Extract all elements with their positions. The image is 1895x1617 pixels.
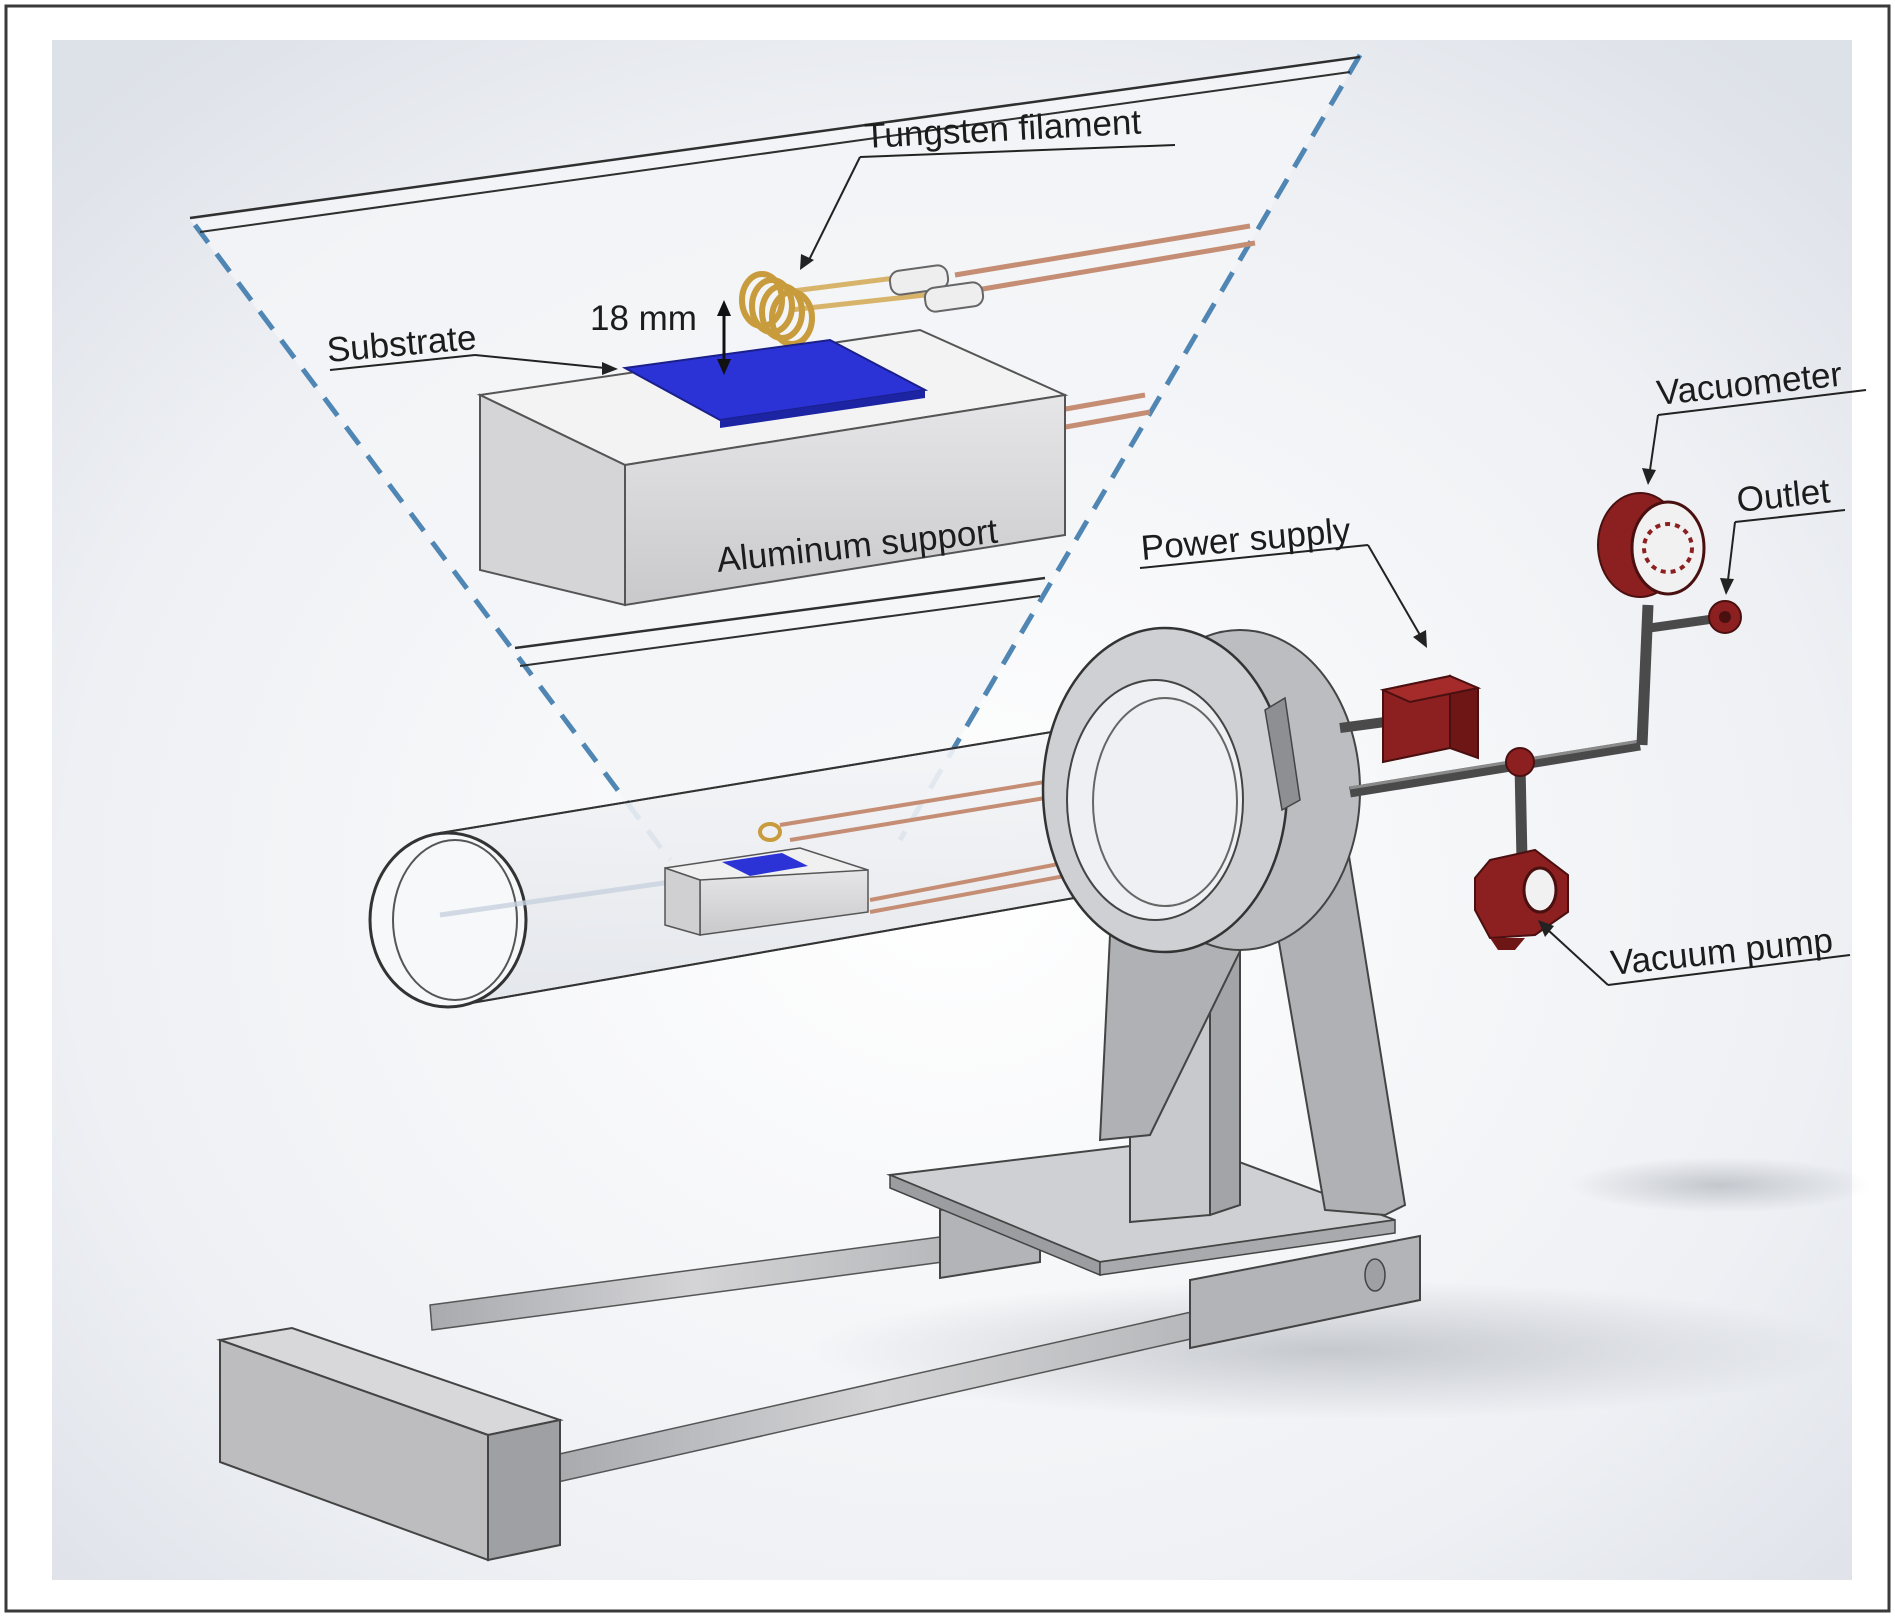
vacuometer (1597, 492, 1706, 598)
carriage-block-right (1189, 1234, 1421, 1350)
gap-arrow-head-bottom (717, 359, 731, 375)
inset-wall-bottom-2 (519, 595, 1041, 667)
zoom-edge-right (897, 53, 1363, 842)
tungsten-leader-head (800, 254, 814, 270)
zoom-inset: Tungsten filament Substrate 18 mm Alumin… (189, 53, 1363, 862)
flange-slot (1264, 696, 1301, 812)
carriage-plate-edge-2 (1099, 1219, 1396, 1276)
tube-support-side (664, 866, 701, 936)
vacuometer-face (1630, 500, 1706, 596)
vacuometer-dial-ring (1642, 522, 1694, 574)
zoom-edge-left (192, 223, 673, 862)
rail-end-cap (1364, 1258, 1386, 1292)
tube-substrate (722, 853, 808, 876)
side-shadow (1570, 1157, 1870, 1213)
flange-bore-inner (1092, 697, 1238, 907)
vacuum-pump-underline (1607, 954, 1851, 986)
pipe-main-highlight (1349, 739, 1641, 790)
power-supply (1379, 674, 1482, 764)
vacuum-pump-leader (1547, 929, 1609, 986)
pipe-main (1349, 739, 1641, 798)
vacuum-piping (1339, 604, 1721, 861)
tee-fitting (1505, 747, 1535, 777)
tungsten-leader (807, 156, 861, 263)
outlet-hole (1719, 611, 1731, 623)
floor-shadow (810, 1280, 1850, 1420)
end-block-side (219, 1338, 489, 1562)
pipe-riser (1636, 604, 1654, 746)
power-supply-leader-head (1413, 630, 1427, 648)
substrate-label-underline (329, 354, 476, 371)
aluminum-support-side (479, 393, 626, 607)
flange-bore (1066, 679, 1244, 921)
tungsten-label-underline (859, 144, 1176, 158)
substrate-leader-head (602, 362, 618, 375)
label-gap: 18 mm (590, 299, 697, 338)
end-block-front (487, 1418, 561, 1562)
vacuometer-leader-head (1642, 468, 1656, 485)
inset-wall-top-1 (189, 55, 1361, 220)
outlet-underline (1734, 509, 1846, 523)
power-supply-top (1379, 674, 1482, 704)
vacuometer-leader (1649, 414, 1659, 471)
outlet-valve (1708, 600, 1742, 634)
vacuum-pump (1474, 848, 1569, 950)
inset-wire-4 (1059, 409, 1151, 431)
gap-arrow-head-top (717, 300, 731, 316)
inset-wire-1 (954, 223, 1251, 278)
substrate-leader (474, 354, 606, 369)
label-outlet: Outlet (1735, 471, 1832, 520)
pipe-power-feedthrough (1339, 717, 1386, 733)
outlet-leader-head (1720, 578, 1734, 595)
power-supply-underline (1139, 544, 1369, 569)
inset-wall-top-2 (199, 71, 1351, 233)
substrate-edge (720, 390, 925, 428)
outlet-leader (1727, 521, 1736, 581)
filament-connector-2 (923, 281, 985, 313)
tungsten-filament-coil (739, 271, 815, 347)
inset-wall-bottom-1 (514, 576, 1046, 650)
filament-lead-1 (784, 275, 896, 295)
tube-filament (758, 822, 782, 842)
pipe-to-pump (1514, 764, 1528, 861)
vacuum-pump-foot (1490, 938, 1525, 950)
vacuum-pump-port (1522, 866, 1558, 914)
inset-wire-3 (1059, 392, 1146, 413)
vacuum-pump-leader-head (1538, 920, 1554, 937)
power-supply-leader (1367, 544, 1421, 636)
frame-border (4, 4, 1891, 1613)
flange-assembly (1041, 626, 1361, 954)
vacuometer-underline (1657, 389, 1867, 416)
inset-wire-2 (964, 240, 1256, 295)
tube-end-inner (392, 839, 518, 1001)
tube-end-opening (368, 831, 528, 1009)
